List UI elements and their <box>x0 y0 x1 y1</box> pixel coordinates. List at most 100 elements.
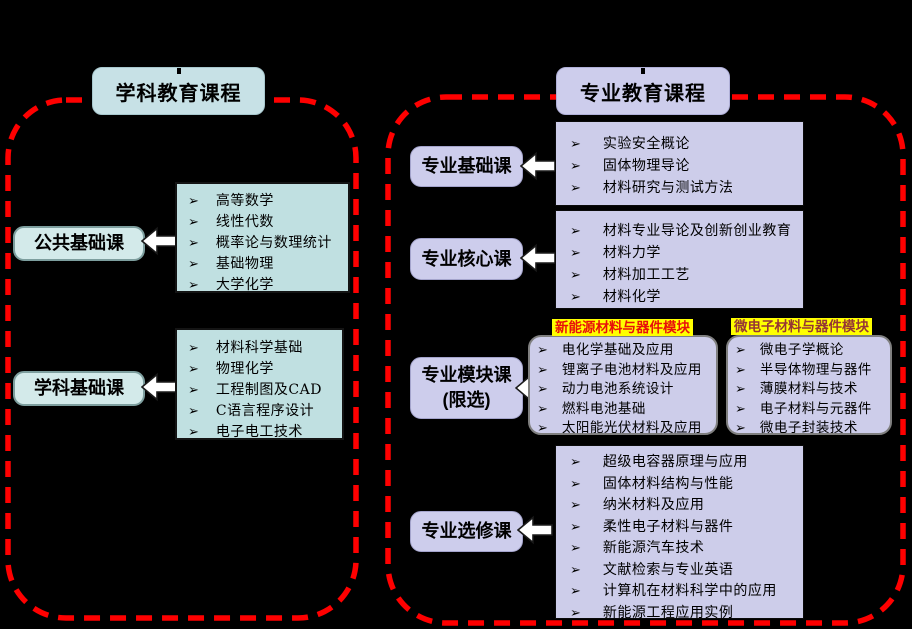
arrowhead-bullet-icon: ➢ <box>188 404 199 419</box>
course-name: 基础物理 <box>215 256 274 272</box>
arrowhead-bullet-icon: ➢ <box>537 421 548 436</box>
module-title-microelectronics: 微电子材料与器件模块 <box>731 318 872 335</box>
course-item: ➢ 物理化学 <box>188 359 342 380</box>
right-panel-title-text: 专业教育课程 <box>580 82 706 105</box>
course-item: ➢动力电池系统设计 <box>537 380 716 400</box>
course-item: ➢实验安全概论 <box>570 133 803 155</box>
arrowhead-bullet-icon: ➢ <box>570 159 581 174</box>
course-name: 材料化学 <box>602 289 661 305</box>
course-name: 半导体物理与器件 <box>759 361 872 378</box>
course-name: 微电子封装技术 <box>759 420 858 436</box>
anchor-notch <box>641 68 645 74</box>
arrowhead-bullet-icon: ➢ <box>570 498 581 513</box>
arrowhead-bullet-icon: ➢ <box>735 382 746 397</box>
right-panel-title: 专业教育课程 <box>556 67 730 115</box>
module-box-new-energy: ➢电化学基础及应用➢锂离子电池材料及应用➢动力电池系统设计➢燃料电池基础➢太阳能… <box>528 335 718 436</box>
course-item: ➢线性代数 <box>188 212 348 233</box>
course-item: ➢ 材料研究与测试方法 <box>570 177 803 199</box>
module-title-new-energy: 新能源材料与器件模块 <box>552 319 693 336</box>
arrowhead-bullet-icon: ➢ <box>735 401 746 417</box>
course-item: ➢固体材料结构与性能 <box>570 474 803 496</box>
course-name: 电子电工技术 <box>215 424 303 440</box>
course-name: 太阳能光伏材料及应用 <box>561 420 702 436</box>
arrowhead-bullet-icon: ➢ <box>537 382 548 397</box>
course-item: ➢ 概率论与数理统计 <box>188 233 348 254</box>
course-name: 大学化学 <box>215 277 274 293</box>
arrowhead-bullet-icon: ➢ <box>570 181 581 196</box>
category-label-text: 学科基础课 <box>34 378 124 398</box>
arrowhead-bullet-icon: ➢ <box>188 236 199 251</box>
arrowhead-bullet-icon: ➢ <box>570 137 581 152</box>
arrowhead-bullet-icon: ➢ <box>188 362 199 377</box>
course-name: 高等数学 <box>215 193 274 209</box>
course-name: 概率论与数理统计 <box>215 235 332 251</box>
course-name: 电子材料与元器件 <box>759 400 872 417</box>
course-name: 材料力学 <box>602 245 661 261</box>
arrowhead-bullet-icon: ➢ <box>537 401 548 417</box>
course-item: ➢ 微电子学概论 <box>735 341 890 361</box>
arrowhead-bullet-icon: ➢ <box>570 246 581 261</box>
course-item: ➢新能源汽车技术 <box>570 538 803 560</box>
course-item: ➢C语言程序设计 <box>188 401 342 422</box>
left-panel-title-text: 学科教育课程 <box>115 82 242 105</box>
arrowhead-bullet-icon: ➢ <box>735 362 746 378</box>
course-name: 材料加工工艺 <box>602 267 690 283</box>
course-item: ➢薄膜材料与技术 <box>735 380 890 400</box>
course-item: ➢文献检索与专业英语 <box>570 560 803 582</box>
course-name: 新能源工程应用实例 <box>602 604 734 621</box>
course-item: ➢ 微电子封装技术 <box>735 419 890 439</box>
arrowhead-bullet-icon: ➢ <box>570 519 581 535</box>
category-label-subject-basic: 学科基础课 <box>13 371 145 406</box>
course-item: ➢柔性电子材料与器件 <box>570 517 803 539</box>
course-name: 工程制图及CAD <box>215 382 322 398</box>
left-block-arrow-icon <box>141 226 177 256</box>
course-item: ➢ 高等数学 <box>188 191 348 212</box>
arrowhead-bullet-icon: ➢ <box>735 421 746 436</box>
course-name: 纳米材料及应用 <box>602 497 705 513</box>
course-list-professional-elective: ➢超级电容器原理与应用➢固体材料结构与性能➢纳米材料及应用➢柔性电子材料与器件➢… <box>555 445 804 621</box>
course-item: ➢ 电子材料与元器件 <box>735 400 890 420</box>
arrowhead-bullet-icon: ➢ <box>735 343 746 358</box>
category-label-text-line2: (限选) <box>442 390 491 410</box>
arrowhead-bullet-icon: ➢ <box>537 362 548 378</box>
course-item: ➢超级电容器原理与应用 <box>570 452 803 474</box>
course-list-subject-basic: ➢材料科学基础➢物理化学➢工程制图及CAD➢C语言程序设计➢电子电工技术 <box>175 328 344 440</box>
course-item: ➢ 新能源工程应用实例 <box>570 603 803 625</box>
arrowhead-bullet-icon: ➢ <box>537 343 548 358</box>
arrowhead-bullet-icon: ➢ <box>188 194 199 209</box>
category-label-text: 专业基础课 <box>421 156 512 176</box>
course-list-public-basic: ➢ 高等数学 ➢线性代数 ➢ 概率论与数理统计 ➢基础物理 ➢ 大学化学 <box>175 182 350 293</box>
course-name: 新能源汽车技术 <box>602 540 705 556</box>
course-name: 材料研究与测试方法 <box>602 180 734 196</box>
course-item: ➢材料科学基础 <box>188 338 342 359</box>
category-label-public-basic: 公共基础课 <box>13 226 145 261</box>
course-item: ➢ 大学化学 <box>188 275 348 296</box>
course-list-professional-basic: ➢实验安全概论➢固体物理导论➢材料研究与测试方法 <box>555 121 804 206</box>
category-label-text: 公共基础课 <box>34 233 124 253</box>
course-name: 微电子学概论 <box>759 342 844 358</box>
arrowhead-bullet-icon: ➢ <box>570 224 581 239</box>
category-label-module-courses: 专业模块课 (限选) <box>410 357 523 419</box>
course-name: 文献检索与专业英语 <box>602 561 734 578</box>
course-item: ➢ 电子电工技术 <box>188 422 342 443</box>
course-item: ➢燃料电池基础 <box>537 400 716 420</box>
left-panel-title: 学科教育课程 <box>92 67 265 115</box>
left-block-arrow-icon <box>520 243 556 273</box>
left-block-arrow-icon <box>520 151 556 181</box>
course-name: 计算机在材料科学中的应用 <box>602 583 777 599</box>
course-name: 物理化学 <box>215 361 274 377</box>
arrowhead-bullet-icon: ➢ <box>188 425 199 440</box>
course-item: ➢ 材料专业导论及创新创业教育 <box>570 220 803 242</box>
anchor-notch <box>176 68 181 74</box>
arrowhead-bullet-icon: ➢ <box>570 605 581 621</box>
course-name: 材料专业导论及创新创业教育 <box>602 223 792 239</box>
course-name: 固体物理导论 <box>602 158 690 174</box>
arrowhead-bullet-icon: ➢ <box>188 278 199 293</box>
course-item: ➢锂离子电池材料及应用 <box>537 361 716 381</box>
course-item: ➢基础物理 <box>188 254 348 275</box>
category-label-professional-basic: 专业基础课 <box>410 146 523 187</box>
course-item: ➢ 固体物理导论 <box>570 155 803 177</box>
arrowhead-bullet-icon: ➢ <box>188 383 199 398</box>
arrowhead-bullet-icon: ➢ <box>570 268 581 283</box>
